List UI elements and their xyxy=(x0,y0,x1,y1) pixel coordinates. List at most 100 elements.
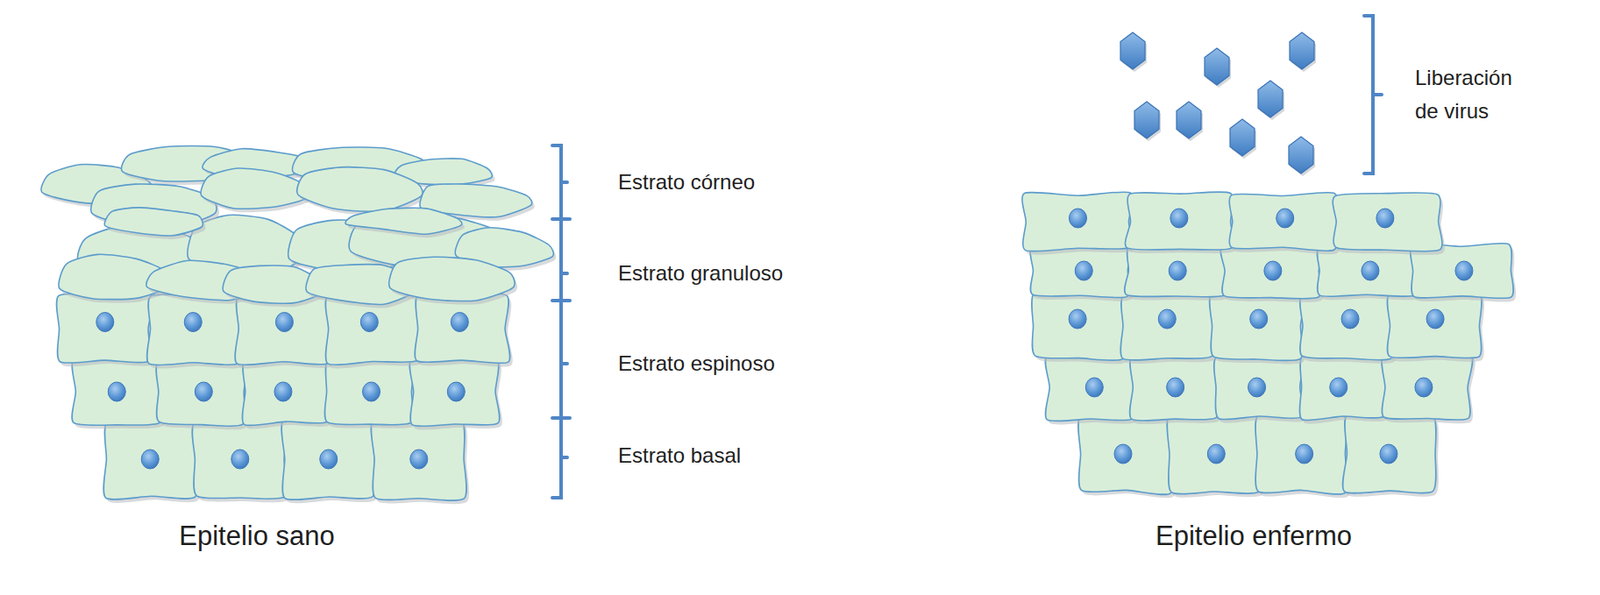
epithelial-cell xyxy=(1255,413,1351,498)
nucleus xyxy=(1276,208,1295,228)
epithelial-cell xyxy=(1120,293,1219,364)
cell-body xyxy=(409,357,500,427)
cell-body xyxy=(1209,291,1305,362)
virus-body xyxy=(1289,32,1315,70)
nucleus xyxy=(1166,377,1185,398)
epithelial-cell xyxy=(1031,291,1131,365)
virus-particle xyxy=(1176,101,1203,142)
virus-body xyxy=(1230,119,1255,157)
virus-particle xyxy=(1134,101,1161,142)
cell-body xyxy=(370,419,467,501)
cell-body xyxy=(147,294,242,366)
nucleus xyxy=(1207,444,1225,464)
epithelial-cell xyxy=(1125,192,1238,254)
nucleus xyxy=(320,449,338,470)
cell-body xyxy=(1299,355,1387,421)
epithelial-cell xyxy=(370,419,470,505)
nucleus xyxy=(141,449,159,470)
nucleus xyxy=(1379,444,1398,464)
cell-body xyxy=(71,357,163,426)
nucleus xyxy=(274,382,292,402)
bracket-stub xyxy=(561,182,568,458)
epithelial-cell xyxy=(1381,353,1476,424)
layer-label: Estrato córneo xyxy=(618,170,755,195)
virus-particle xyxy=(1288,136,1316,177)
epithelial-cell xyxy=(1022,192,1136,256)
bracket-tick xyxy=(552,298,570,303)
nucleus xyxy=(1415,377,1433,398)
nucleus xyxy=(1376,208,1394,228)
epithelial-cell xyxy=(147,294,244,370)
nucleus xyxy=(1341,309,1359,329)
bracket xyxy=(552,145,562,498)
nucleus xyxy=(360,312,378,333)
nucleus xyxy=(1074,261,1093,281)
epithelial-cell xyxy=(1209,291,1308,365)
epithelial-cell xyxy=(281,418,379,504)
cell-body xyxy=(103,419,198,500)
layer-label: Estrato espinoso xyxy=(618,351,776,377)
cell-body xyxy=(1045,354,1136,422)
nucleus xyxy=(1114,444,1132,464)
epithelial-cell xyxy=(1214,354,1307,424)
nucleus xyxy=(1329,377,1348,398)
nucleus xyxy=(447,382,465,402)
nucleus xyxy=(1264,261,1282,281)
cell-body xyxy=(1342,413,1437,494)
epithelial-cell xyxy=(156,358,250,430)
nucleus xyxy=(1158,309,1176,329)
epithelial-cell xyxy=(345,207,465,238)
cell-body xyxy=(1120,293,1216,361)
nucleus xyxy=(184,312,202,333)
virus-body xyxy=(1134,101,1160,139)
bracket-stub xyxy=(1372,92,1382,97)
virus-particle xyxy=(1120,32,1147,72)
epithelial-cell xyxy=(103,419,200,504)
epithelial-cell xyxy=(71,357,165,429)
nucleus xyxy=(1250,309,1268,329)
nucleus xyxy=(231,449,249,470)
virus-body xyxy=(1176,101,1202,139)
epithelial-cell xyxy=(241,359,333,430)
cell-body xyxy=(1166,412,1262,494)
bracket-tick xyxy=(552,416,570,420)
figure-caption: Epitelio sano xyxy=(178,520,335,553)
nucleus xyxy=(1068,208,1087,228)
layer-label: Estrato basal xyxy=(618,443,741,469)
nucleus xyxy=(1068,309,1087,329)
bracket-tick xyxy=(552,217,570,221)
cells xyxy=(41,32,1516,505)
cell-body xyxy=(345,207,463,235)
cell-body xyxy=(389,256,515,301)
cell-body xyxy=(1229,192,1338,252)
nucleus xyxy=(450,312,469,333)
figure-caption: Epitelio enfermo xyxy=(1155,520,1352,553)
cell-body xyxy=(1125,192,1235,250)
virus-particle xyxy=(1289,32,1316,72)
nucleus xyxy=(1361,261,1380,281)
cell-body xyxy=(241,359,330,427)
cell-body xyxy=(1332,192,1443,252)
brackets xyxy=(552,15,1382,498)
nucleus xyxy=(96,312,114,333)
virus-particle xyxy=(1230,119,1257,159)
epithelial-cell xyxy=(409,357,503,430)
epithelial-cell xyxy=(192,419,292,503)
epithelial-cell xyxy=(1299,355,1390,425)
epithelial-cell xyxy=(104,207,206,240)
cell-body xyxy=(1078,413,1174,496)
cell-body xyxy=(1022,192,1133,252)
virus-body xyxy=(1258,80,1283,118)
virus-particle xyxy=(1258,80,1285,121)
nucleus xyxy=(1085,377,1103,398)
epithelial-cell xyxy=(1342,413,1439,498)
cell-body xyxy=(1255,413,1348,495)
nucleus xyxy=(1295,444,1314,464)
cell-body xyxy=(156,358,248,427)
layer-label: Estrato granuloso xyxy=(618,261,783,286)
virus-body xyxy=(1120,32,1145,70)
epithelial-cell xyxy=(389,256,518,305)
nucleus xyxy=(1426,309,1444,329)
